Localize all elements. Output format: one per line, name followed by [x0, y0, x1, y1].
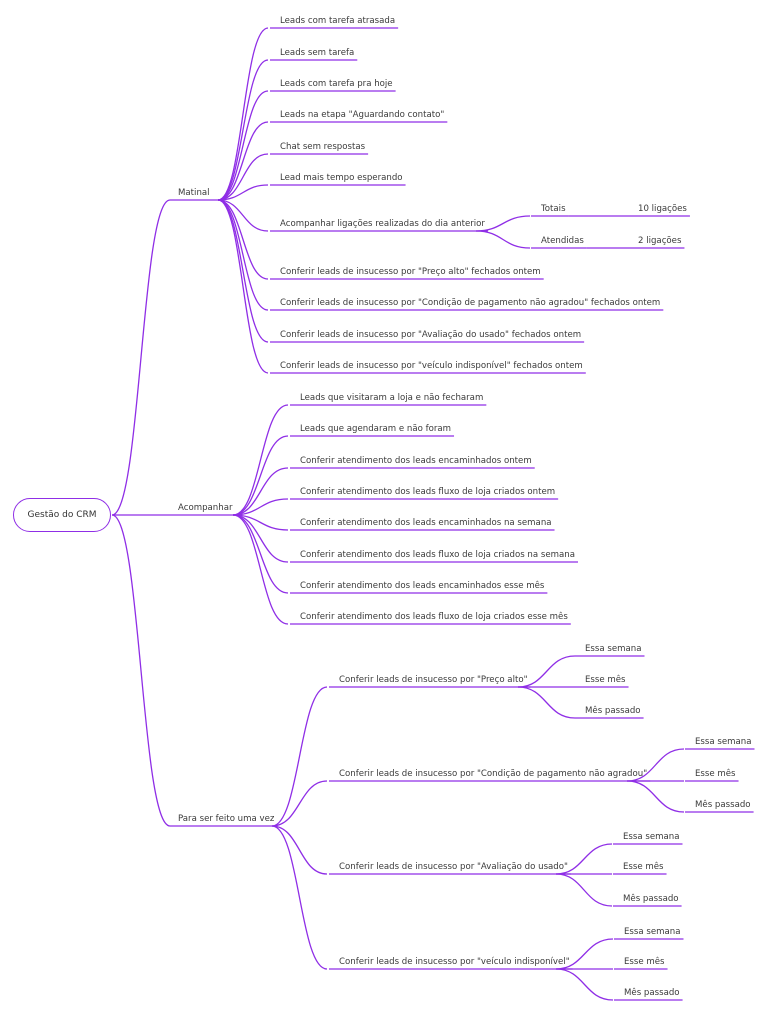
branch-para-ser-feito-uma-vez-item-2-esse-mes[interactable]: Esse mês: [695, 769, 736, 779]
branch-matinal-item-10-connector: [217, 199, 269, 343]
branch-acompanhar-item-8[interactable]: Conferir atendimento dos leads fluxo de …: [300, 612, 568, 622]
branch-para-ser-feito-uma-vez-item-3-esse-mes[interactable]: Esse mês: [623, 862, 664, 872]
branch-para-ser-feito-uma-vez-item-2[interactable]: Conferir leads de insucesso por "Condiçã…: [339, 769, 648, 779]
branch-matinal-item-3-connector: [217, 90, 269, 201]
branch-para-ser-feito-uma-vez-item-2-connector: [271, 780, 328, 827]
branch-matinal-connector: [111, 199, 171, 516]
branch-para-ser-feito-uma-vez-item-3-connector: [271, 825, 328, 875]
branch-acompanhar-item-5[interactable]: Conferir atendimento dos leads encaminha…: [300, 518, 552, 528]
branch-matinal-item-7[interactable]: Acompanhar ligações realizadas do dia an…: [280, 219, 485, 229]
branch-para-ser-feito-uma-vez-item-3[interactable]: Conferir leads de insucesso por "Avaliaç…: [339, 862, 568, 872]
branch-matinal-item-1-connector: [217, 27, 269, 201]
branch-para-ser-feito-uma-vez-item-3-essa-semana-connector: [555, 843, 613, 875]
branch-para-ser-feito-uma-vez-item-2-mes-passado[interactable]: Mês passado: [695, 800, 751, 810]
branch-matinal-item-4-connector: [217, 121, 269, 201]
branch-acompanhar-item-2-connector: [232, 435, 289, 516]
branch-para-ser-feito-uma-vez-item-2-essa-semana-connector: [626, 748, 685, 782]
branch-para-ser-feito-uma-vez-item-1-connector: [271, 686, 328, 827]
branch-para-ser-feito-uma-vez-item-3-mes-passado[interactable]: Mês passado: [623, 894, 679, 904]
branch-matinal-label[interactable]: Matinal: [178, 188, 210, 198]
branch-para-ser-feito-uma-vez-item-2-essa-semana[interactable]: Essa semana: [695, 737, 752, 747]
branch-para-ser-feito-uma-vez-item-4-esse-mes[interactable]: Esse mês: [624, 957, 665, 967]
branch-acompanhar-item-3-connector: [232, 467, 289, 516]
branch-matinal-item-1[interactable]: Leads com tarefa atrasada: [280, 16, 396, 26]
branch-para-ser-feito-uma-vez-item-4-mes-passado[interactable]: Mês passado: [624, 988, 680, 998]
branch-matinal-item-9[interactable]: Conferir leads de insucesso por "Condiçã…: [280, 298, 661, 308]
branch-acompanhar-item-1-connector: [232, 404, 289, 516]
branch-acompanhar-item-1[interactable]: Leads que visitaram a loja e não fechara…: [300, 393, 484, 403]
branch-matinal-item-6[interactable]: Lead mais tempo esperando: [280, 173, 403, 183]
branch-para-ser-feito-uma-vez-item-2-mes-passado-connector: [626, 780, 685, 813]
branch-para-ser-feito-uma-vez-item-4-connector: [271, 825, 328, 970]
branch-acompanhar-item-2[interactable]: Leads que agendaram e não foram: [300, 424, 452, 434]
branch-acompanhar-item-3[interactable]: Conferir atendimento dos leads encaminha…: [300, 456, 532, 466]
branch-para-ser-feito-uma-vez-item-3-essa-semana[interactable]: Essa semana: [623, 832, 680, 842]
branch-matinal-item-7-totais-value[interactable]: 10 ligações: [638, 204, 687, 214]
branch-para-ser-feito-uma-vez-label[interactable]: Para ser feito uma vez: [178, 814, 275, 824]
branch-para-ser-feito-uma-vez-item-3-mes-passado-connector: [555, 873, 613, 907]
branch-para-ser-feito-uma-vez-item-4-essa-semana-connector: [555, 938, 614, 970]
branch-matinal-item-8[interactable]: Conferir leads de insucesso por "Preço a…: [280, 267, 541, 277]
branch-para-ser-feito-uma-vez-item-4[interactable]: Conferir leads de insucesso por "veículo…: [339, 957, 570, 967]
branch-para-ser-feito-uma-vez-item-4-essa-semana[interactable]: Essa semana: [624, 927, 681, 937]
branch-para-ser-feito-uma-vez-connector: [111, 514, 171, 827]
branch-matinal-item-2[interactable]: Leads sem tarefa: [280, 48, 355, 58]
branch-matinal-item-10[interactable]: Conferir leads de insucesso por "Avaliaç…: [280, 330, 582, 340]
branch-acompanhar-item-8-connector: [232, 514, 289, 625]
branch-acompanhar-item-7-connector: [232, 514, 289, 594]
branch-para-ser-feito-uma-vez-item-1-essa-semana-connector: [517, 655, 576, 688]
branch-matinal-item-5-connector: [217, 153, 269, 201]
branch-para-ser-feito-uma-vez-item-4-mes-passado-connector: [555, 968, 614, 1001]
branch-matinal-item-7-connector: [217, 199, 269, 232]
branch-matinal-item-7-totais-connector: [475, 215, 531, 232]
branch-acompanhar-item-6-connector: [232, 514, 289, 563]
branch-acompanhar-item-6[interactable]: Conferir atendimento dos leads fluxo de …: [300, 550, 575, 560]
branch-matinal-item-7-atendidas-connector: [475, 230, 531, 249]
branch-matinal-item-4[interactable]: Leads na etapa "Aguardando contato": [280, 110, 445, 120]
branch-matinal-item-11-connector: [217, 199, 269, 374]
branch-matinal-item-3[interactable]: Leads com tarefa pra hoje: [280, 79, 393, 89]
branch-para-ser-feito-uma-vez-item-1-essa-semana[interactable]: Essa semana: [585, 644, 642, 654]
branch-para-ser-feito-uma-vez-item-1-esse-mes[interactable]: Esse mês: [585, 675, 626, 685]
branch-acompanhar-label[interactable]: Acompanhar: [178, 503, 233, 513]
branch-para-ser-feito-uma-vez-item-1-mes-passado-connector: [517, 686, 576, 719]
branch-matinal-item-7-atendidas-value[interactable]: 2 ligações: [638, 236, 682, 246]
branch-acompanhar-item-4[interactable]: Conferir atendimento dos leads fluxo de …: [300, 487, 556, 497]
branch-matinal-item-11[interactable]: Conferir leads de insucesso por "veículo…: [280, 361, 583, 371]
branch-acompanhar-item-4-connector: [232, 498, 289, 516]
branch-matinal-item-8-connector: [217, 199, 269, 280]
branch-matinal-item-2-connector: [217, 59, 269, 201]
branch-matinal-item-6-connector: [217, 184, 269, 201]
branch-matinal-item-7-totais[interactable]: Totais: [541, 204, 566, 214]
branch-acompanhar-item-7[interactable]: Conferir atendimento dos leads encaminha…: [300, 581, 545, 591]
root-node[interactable]: Gestão do CRM: [13, 498, 111, 532]
branch-acompanhar-item-5-connector: [232, 514, 289, 531]
branch-matinal-item-7-atendidas[interactable]: Atendidas: [541, 236, 584, 246]
branch-para-ser-feito-uma-vez-item-1-mes-passado[interactable]: Mês passado: [585, 706, 641, 716]
branch-matinal-item-5[interactable]: Chat sem respostas: [280, 142, 366, 152]
branch-para-ser-feito-uma-vez-item-1[interactable]: Conferir leads de insucesso por "Preço a…: [339, 675, 528, 685]
